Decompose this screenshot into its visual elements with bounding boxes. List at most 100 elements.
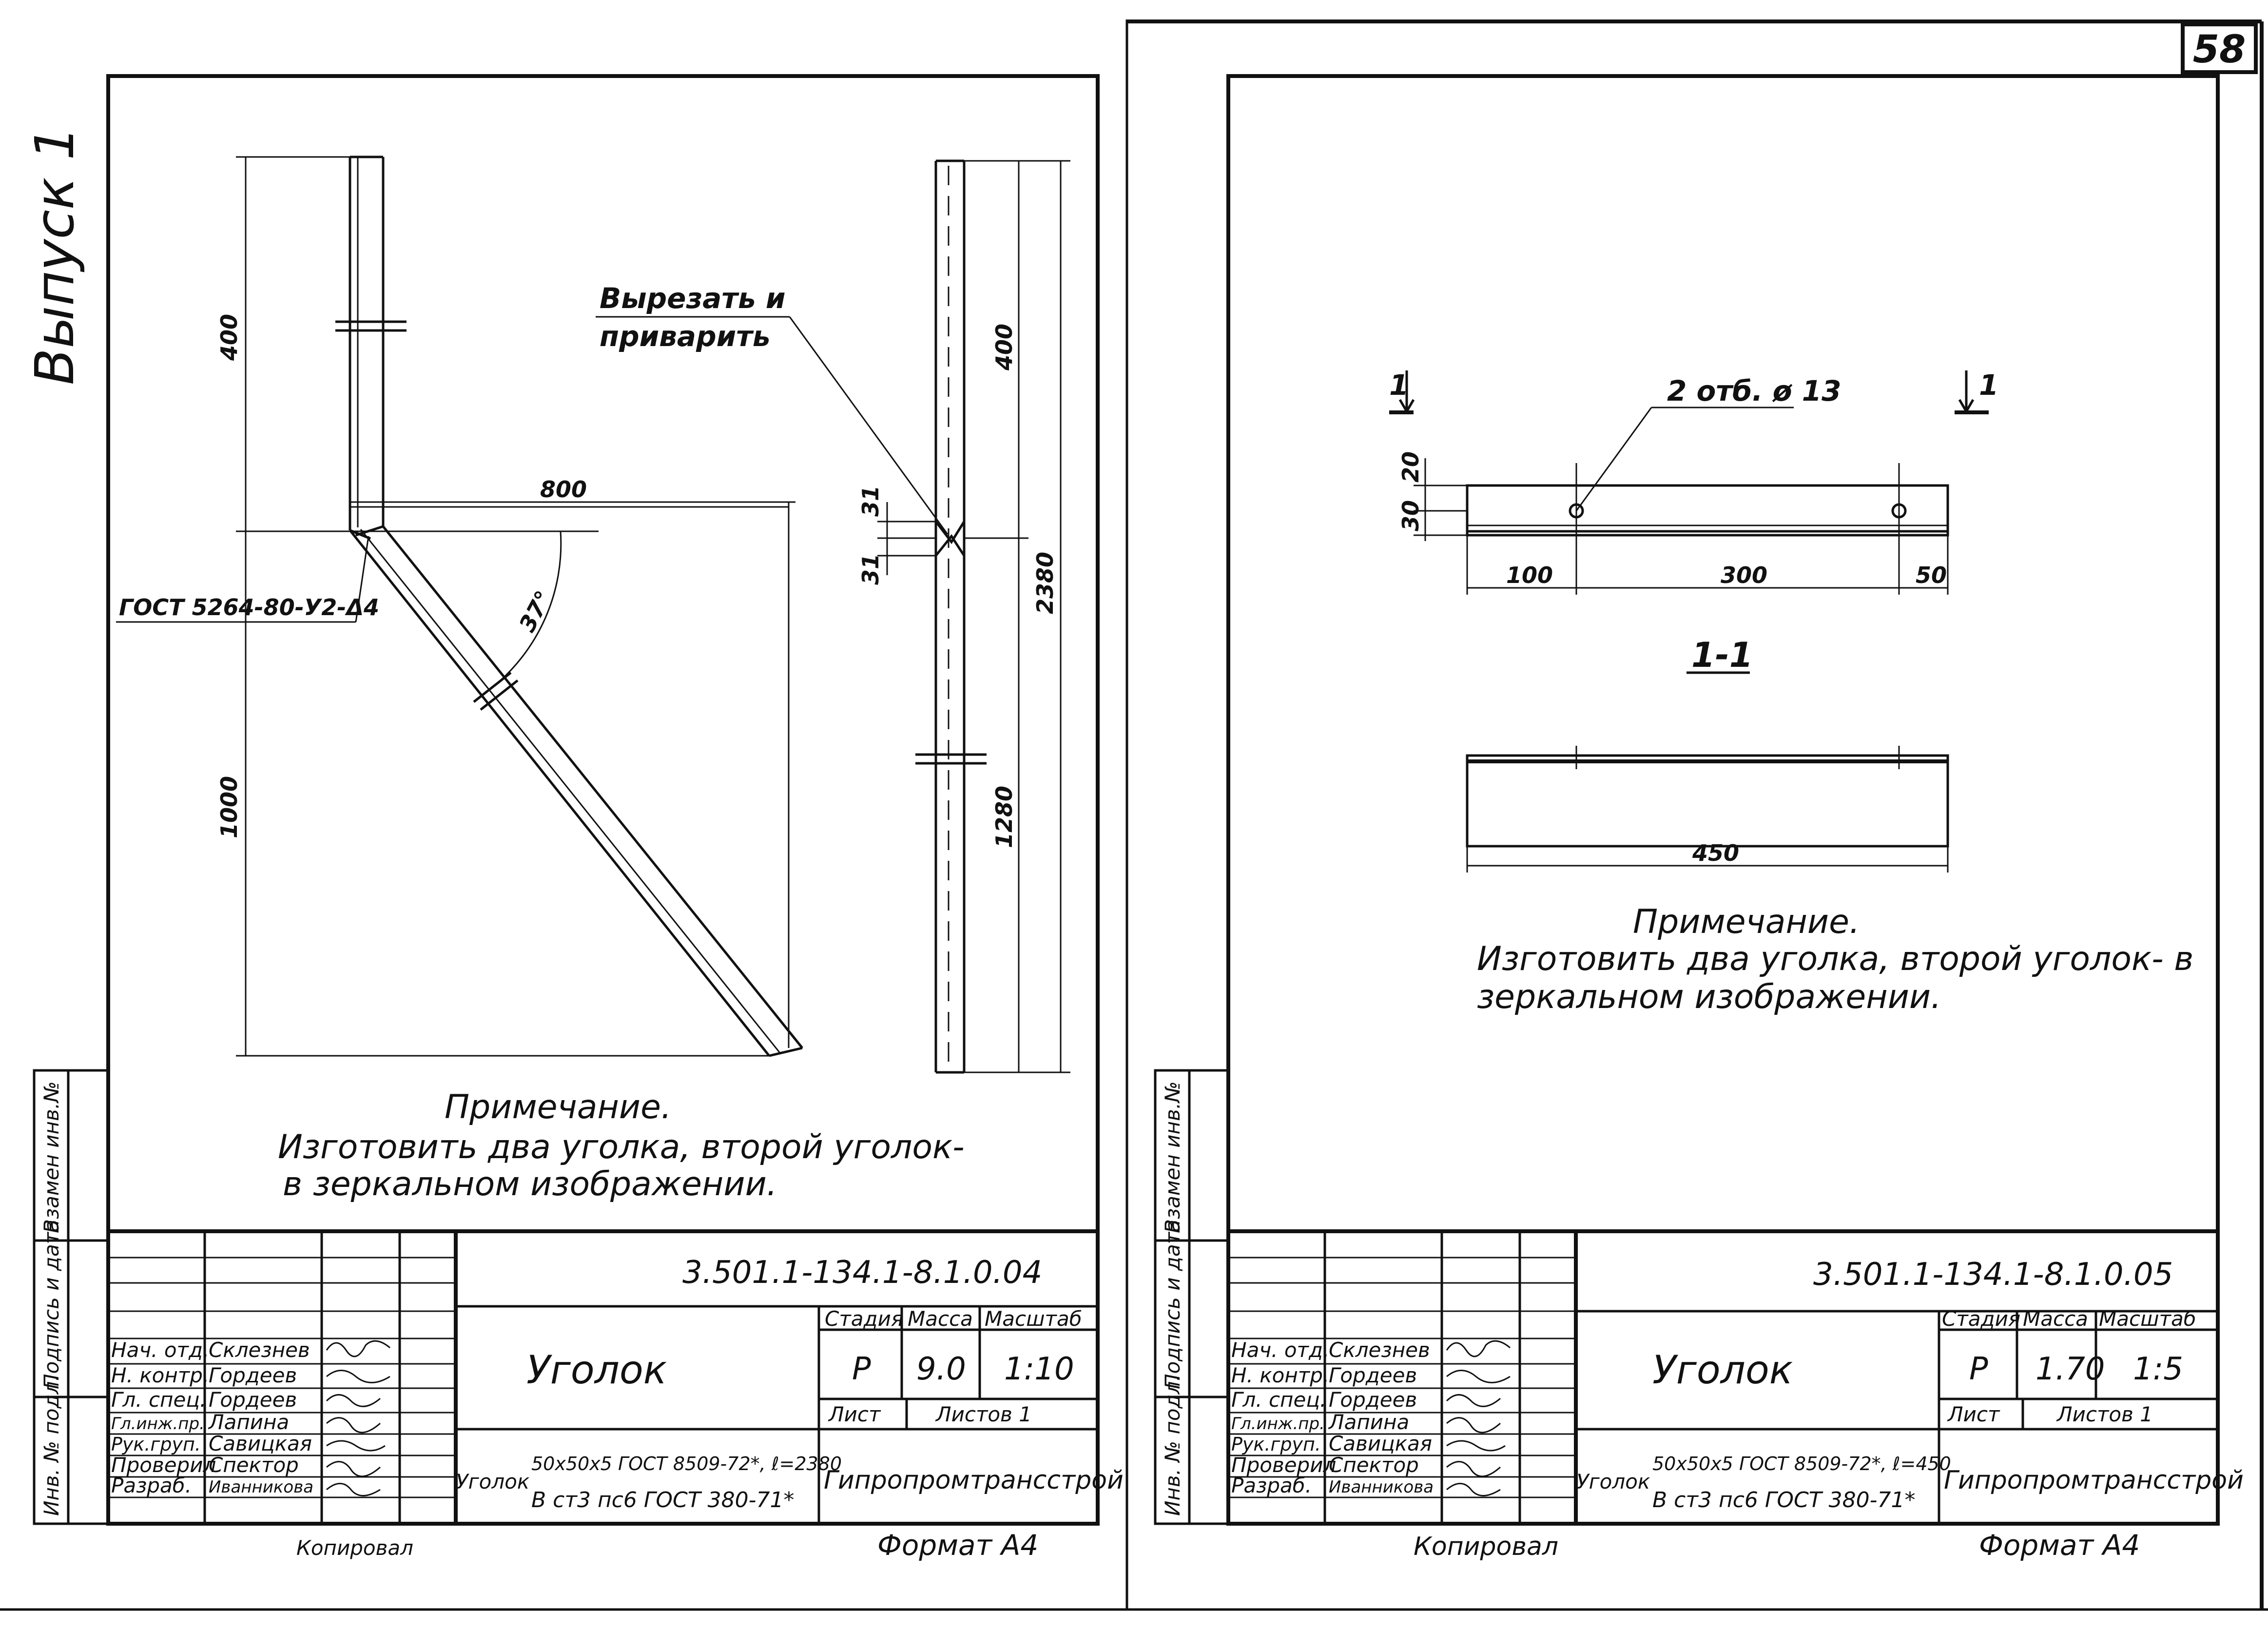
right-material-line2: В ст3 пс6 ГОСТ 380-71*	[1652, 1488, 1916, 1513]
dim-1280: 1280	[991, 786, 1017, 848]
dim-31-bottom: 31	[857, 554, 884, 585]
short-angle-plan: 2 отб. ø 13 100 300 50 20 30 1 1	[1389, 368, 1998, 595]
left-sheet-frame	[106, 74, 1100, 1526]
right-role-2: Гл. спец.	[1231, 1388, 1326, 1412]
left-name-2: Гордеев	[209, 1388, 297, 1412]
dim-20: 20	[1397, 451, 1424, 483]
dim-30: 30	[1397, 500, 1424, 531]
left-name-3: Лапина	[208, 1410, 289, 1434]
left-stamp-replace: Взамен инв.№	[39, 1081, 63, 1233]
section-view: 1-1 450	[1466, 635, 1949, 873]
left-role-5: Проверил	[111, 1453, 216, 1477]
dim-400-side: 400	[991, 324, 1017, 371]
right-stamp-sign: Подпись и дата	[1161, 1220, 1184, 1389]
dim-angle: 37°	[514, 586, 557, 636]
left-name-1: Гордеев	[209, 1363, 297, 1387]
right-mass: 1.70	[2035, 1351, 2105, 1387]
right-name-4: Савицкая	[1329, 1432, 1432, 1455]
right-sheets-label: Листов 1	[2056, 1402, 2153, 1426]
right-copied: Копировал	[1414, 1532, 1558, 1561]
right-name-1: Гордеев	[1329, 1363, 1417, 1387]
section-mark-left: 1	[1389, 368, 1409, 402]
left-scale-header: Масштаб	[985, 1307, 1082, 1331]
right-note-title: Примечание.	[1633, 903, 1860, 941]
left-role-6: Разраб.	[111, 1474, 192, 1497]
right-note-line1: Изготовить два уголка, второй уголок- в	[1477, 940, 2193, 978]
right-sheet: Инв. № подл. Подпись и дата Взамен инв.№…	[1154, 74, 2244, 1562]
cut-callout-line1: Вырезать и	[600, 282, 785, 315]
right-stamp-inv: Инв. № подл.	[1161, 1375, 1184, 1516]
page-number-box	[2181, 22, 2258, 74]
bent-angle-view: 400 1000 800 37° ГОСТ 5264-80-У2-Δ4	[116, 155, 803, 1057]
left-copied: Копировал	[296, 1536, 413, 1560]
right-name-3: Лапина	[1328, 1410, 1409, 1434]
right-role-6: Разраб.	[1231, 1474, 1312, 1497]
right-material-prefix: Уголок	[1576, 1470, 1650, 1493]
right-name-5: Спектор	[1329, 1453, 1419, 1477]
dim-2380: 2380	[1032, 552, 1058, 614]
left-name-4: Савицкая	[209, 1432, 312, 1455]
left-side-stamp: Инв. № подл. Подпись и дата Взамен инв.№	[33, 1069, 110, 1525]
right-scale-header: Масштаб	[2099, 1307, 2196, 1331]
holes-callout: 2 отб. ø 13	[1667, 374, 1842, 407]
dim-31-top: 31	[857, 485, 884, 517]
left-note-line1: Изготовить два уголка, второй уголок-	[278, 1128, 965, 1166]
left-name-6: Иванникова	[209, 1477, 313, 1497]
section-mark-right: 1	[1979, 368, 1998, 402]
right-org: Гипропромтрансстрой	[1944, 1466, 2244, 1495]
volume-label: Выпуск 1	[23, 126, 86, 385]
left-format: Формат А4	[877, 1529, 1038, 1562]
left-doc-code: 3.501.1-134.1-8.1.0.04	[682, 1255, 1042, 1291]
left-role-3: Гл.инж.пр.	[111, 1414, 205, 1434]
dim-100: 100	[1506, 562, 1553, 588]
weld-callout: ГОСТ 5264-80-У2-Δ4	[119, 594, 379, 621]
right-format: Формат А4	[1979, 1529, 2140, 1562]
dim-300: 300	[1721, 562, 1767, 588]
dim-1000: 1000	[216, 776, 242, 838]
left-note-line2: в зеркальном изображении.	[283, 1165, 777, 1203]
left-stamp-inv: Инв. № подл.	[39, 1375, 63, 1516]
left-role-4: Рук.груп.	[111, 1434, 201, 1455]
left-part-name: Уголок	[526, 1347, 667, 1393]
left-scale: 1:10	[1004, 1351, 1074, 1387]
left-sheet-label: Лист	[828, 1402, 881, 1426]
left-material-prefix: Уголок	[456, 1470, 530, 1493]
right-side-stamp: Инв. № подл. Подпись и дата Взамен инв.№	[1154, 1069, 1230, 1525]
section-label: 1-1	[1691, 635, 1753, 675]
left-role-1: Н. контр.	[111, 1363, 209, 1387]
left-material-line2: В ст3 пс6 ГОСТ 380-71*	[531, 1488, 795, 1513]
dim-450: 450	[1692, 840, 1739, 866]
right-mass-header: Масса	[2023, 1307, 2088, 1331]
left-title-block: 3.501.1-134.1-8.1.0.04 Уголок Стадия Мас…	[108, 1229, 1124, 1524]
right-name-0: Склезнев	[1329, 1338, 1430, 1362]
dim-800: 800	[540, 476, 587, 503]
right-signatures	[1446, 1340, 1511, 1496]
left-note-title: Примечание.	[445, 1088, 672, 1126]
dim-400: 400	[216, 314, 242, 361]
left-name-0: Склезнев	[209, 1338, 310, 1362]
right-role-5: Проверил	[1231, 1453, 1336, 1477]
cut-callout-line2: приварить	[600, 320, 771, 353]
side-view-angle: 400 1280 2380 31 31 Вырезать и приварить	[596, 159, 1070, 1074]
right-part-name: Уголок	[1652, 1347, 1793, 1393]
left-stamp-sign: Подпись и дата	[39, 1220, 63, 1389]
left-role-0: Нач. отд.	[111, 1338, 209, 1362]
right-title-block: 3.501.1-134.1-8.1.0.05 Уголок Стадия Мас…	[1228, 1229, 2244, 1524]
left-material-line1: 50x50x5 ГОСТ 8509-72*, ℓ=2380	[531, 1453, 842, 1474]
right-name-6: Иванникова	[1329, 1477, 1434, 1497]
left-sheets-label: Листов 1	[935, 1402, 1032, 1426]
page-number: 58	[2193, 28, 2246, 72]
right-name-2: Гордеев	[1329, 1388, 1417, 1412]
right-stage: Р	[1969, 1351, 1988, 1387]
right-material-line1: 50x50x5 ГОСТ 8509-72*, ℓ=450	[1652, 1453, 1951, 1474]
right-note-line2: зеркальном изображении.	[1477, 978, 1941, 1016]
left-org: Гипропромтрансстрой	[824, 1466, 1124, 1495]
right-sheet-label: Лист	[1947, 1402, 2000, 1426]
right-sheet-frame	[1226, 74, 2220, 1526]
dim-50: 50	[1916, 562, 1947, 588]
left-role-2: Гл. спец.	[111, 1388, 206, 1412]
right-role-0: Нач. отд.	[1231, 1338, 1329, 1362]
left-mass: 9.0	[916, 1351, 966, 1387]
right-role-3: Гл.инж.пр.	[1231, 1414, 1325, 1434]
